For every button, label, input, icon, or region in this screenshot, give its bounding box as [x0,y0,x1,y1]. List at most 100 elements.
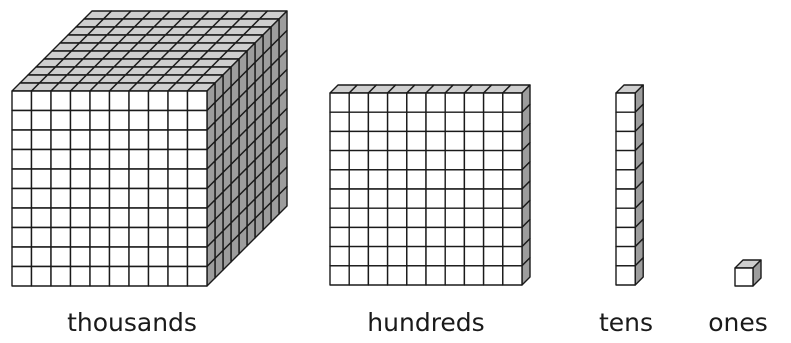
thousands-front-cell [110,130,130,150]
thousands-front-cell [188,189,208,209]
hundreds-front-cell [426,189,445,208]
hundreds-front-cell [484,112,503,131]
thousands-front-cell [12,150,32,170]
hundreds-front-cell [349,112,368,131]
thousands-front-cell [32,189,52,209]
tens-rod [616,85,643,285]
thousands-front-cell [129,228,149,248]
thousands-front-cell [12,208,32,228]
hundreds-front-cell [368,227,387,246]
hundreds-front-cell [349,170,368,189]
thousands-front-cell [129,111,149,131]
tens-front-cell [616,208,635,227]
ones-front-cell [735,268,753,286]
thousands-front-cell [90,228,110,248]
hundreds-front-cell [445,208,464,227]
hundreds-front-cell [349,247,368,266]
hundreds-front-cell [445,131,464,150]
hundreds-front-cell [330,227,349,246]
thousands-front-cell [51,267,71,287]
thousands-front-cell [149,189,169,209]
thousands-front-cell [90,169,110,189]
thousands-front-cell [51,189,71,209]
hundreds-front-cell [484,247,503,266]
hundreds-front-cell [407,112,426,131]
hundreds-front-cell [464,266,483,285]
hundreds-front-cell [464,208,483,227]
thousands-front-cell [149,111,169,131]
hundreds-front-cell [388,93,407,112]
thousands-front-cell [71,267,91,287]
thousands-front-cell [51,228,71,248]
thousands-front-cell [32,169,52,189]
tens-front-cell [616,151,635,170]
hundreds-front-cell [426,93,445,112]
thousands-front-cell [12,267,32,287]
tens-front-cell [616,227,635,246]
hundreds-front-cell [464,151,483,170]
thousands-front-cell [71,111,91,131]
thousands-cube [12,11,287,286]
thousands-front-cell [51,208,71,228]
thousands-front-cell [188,91,208,111]
hundreds-front-cell [407,93,426,112]
hundreds-front-cell [330,170,349,189]
hundreds-front-cell [368,247,387,266]
hundreds-front-cell [503,131,522,150]
hundreds-front-cell [426,151,445,170]
tens-front-cell [616,170,635,189]
hundreds-front-cell [503,266,522,285]
thousands-front-cell [32,247,52,267]
thousands-front-cell [12,247,32,267]
hundreds-front-cell [388,151,407,170]
thousands-front-cell [168,247,188,267]
thousands-front-cell [110,150,130,170]
thousands-front-cell [110,267,130,287]
thousands-front-cell [51,150,71,170]
hundreds-front-cell [407,189,426,208]
thousands-front-cell [149,169,169,189]
hundreds-front-cell [388,247,407,266]
thousands-front-cell [32,130,52,150]
hundreds-front-cell [330,266,349,285]
hundreds-front-cell [445,247,464,266]
thousands-front-cell [188,130,208,150]
thousands-front-cell [71,169,91,189]
thousands-front-cell [32,208,52,228]
thousands-front-cell [129,208,149,228]
thousands-front-cell [71,208,91,228]
thousands-front-cell [149,228,169,248]
thousands-front-cell [12,228,32,248]
thousands-front-cell [110,169,130,189]
thousands-front-cell [71,130,91,150]
hundreds-front-cell [464,170,483,189]
tens-front-cell [616,112,635,131]
thousands-front-cell [149,91,169,111]
hundreds-front-cell [330,151,349,170]
tens-front-cell [616,266,635,285]
hundreds-front-cell [407,266,426,285]
hundreds-front-cell [503,170,522,189]
hundreds-front-cell [464,227,483,246]
thousands-front-cell [129,267,149,287]
hundreds-front-cell [368,112,387,131]
thousands-front-cell [71,91,91,111]
thousands-label: thousands [67,310,197,335]
hundreds-front-cell [464,93,483,112]
thousands-front-cell [51,91,71,111]
hundreds-front-cell [503,247,522,266]
ones-label: ones [708,310,768,335]
hundreds-front-cell [445,170,464,189]
hundreds-front-cell [349,227,368,246]
hundreds-front-cell [388,170,407,189]
thousands-front-cell [188,247,208,267]
thousands-front-cell [168,130,188,150]
hundreds-front-cell [349,208,368,227]
thousands-front-cell [110,189,130,209]
hundreds-front-cell [445,93,464,112]
hundreds-front-cell [484,131,503,150]
thousands-front-cell [188,267,208,287]
thousands-front-cell [90,189,110,209]
hundreds-front-cell [407,170,426,189]
hundreds-front-cell [368,266,387,285]
